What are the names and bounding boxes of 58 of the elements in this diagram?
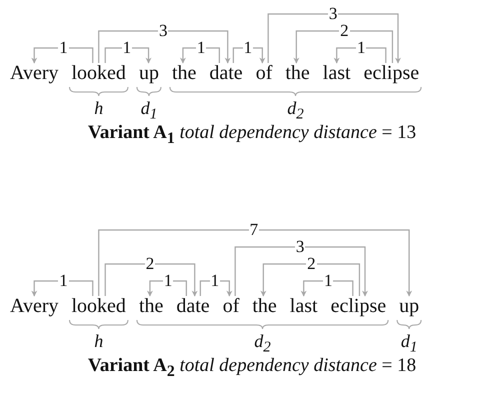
edge-label: 1: [322, 273, 334, 289]
word: looked: [72, 295, 126, 317]
dependency-arrow: [98, 30, 231, 64]
edge-label: 1: [356, 40, 366, 56]
edge-label: 3: [294, 239, 306, 255]
dependency-arrow: [260, 263, 360, 297]
word: the: [285, 62, 310, 84]
word: up: [138, 62, 159, 84]
edge-label: 1: [58, 40, 69, 56]
edge-label: 2: [144, 256, 156, 272]
dependency-arrow: [104, 47, 152, 64]
dependency-arrow: [31, 47, 94, 64]
edge-label: 1: [162, 273, 174, 289]
word: Avery: [10, 62, 58, 84]
edge-label: 3: [158, 23, 168, 39]
brace-label: d$_{1}$: [140, 98, 158, 124]
dependency-arrow: [146, 280, 187, 297]
word: last: [290, 295, 318, 317]
word: of: [256, 62, 272, 84]
word: the: [138, 295, 164, 317]
word: the: [172, 62, 196, 84]
dependency-arrow: [200, 280, 232, 297]
brace-label: h: [94, 331, 104, 351]
edge-label: 7: [248, 222, 260, 238]
caption: Variant A$_{1}$ total dependency distance = 13: [86, 122, 418, 149]
brace-label: d$_{2}$: [254, 331, 271, 358]
dependency-arrow: [98, 229, 412, 297]
edge-label: 1: [210, 273, 220, 289]
dependency-arrow: [234, 246, 368, 297]
word: last: [322, 62, 351, 84]
dependency-arrow: [334, 47, 386, 64]
word: Avery: [10, 295, 58, 317]
brace-label: h: [94, 98, 104, 118]
dependency-arrow: [31, 280, 94, 297]
edge-label: 1: [196, 40, 206, 56]
caption: Variant A$_{2}$ total dependency distance = 18: [86, 355, 418, 382]
edge-label: 1: [122, 40, 132, 56]
dependency-arrow: [180, 47, 220, 64]
dependency-arrow: [268, 13, 401, 64]
word: of: [222, 295, 240, 317]
brace-label: d$_{2}$: [287, 98, 304, 124]
dependency-arrow: [104, 263, 198, 297]
edge-label: 3: [328, 6, 338, 22]
word: looked: [72, 62, 126, 84]
dependency-arrow: [232, 47, 266, 64]
word: up: [399, 295, 420, 317]
edge-label: 1: [58, 273, 69, 289]
brace-label: d$_{1}$: [400, 331, 418, 358]
edge-label: 2: [306, 256, 317, 272]
word: date: [176, 295, 210, 317]
edge-label: 1: [242, 40, 254, 56]
word: eclipse: [330, 295, 386, 317]
edge-label: 2: [339, 23, 350, 39]
word: eclipse: [364, 62, 420, 84]
dependency-arrow: [293, 30, 394, 64]
dependency-arrow: [300, 280, 354, 297]
word: date: [209, 62, 243, 84]
word: the: [252, 295, 277, 317]
